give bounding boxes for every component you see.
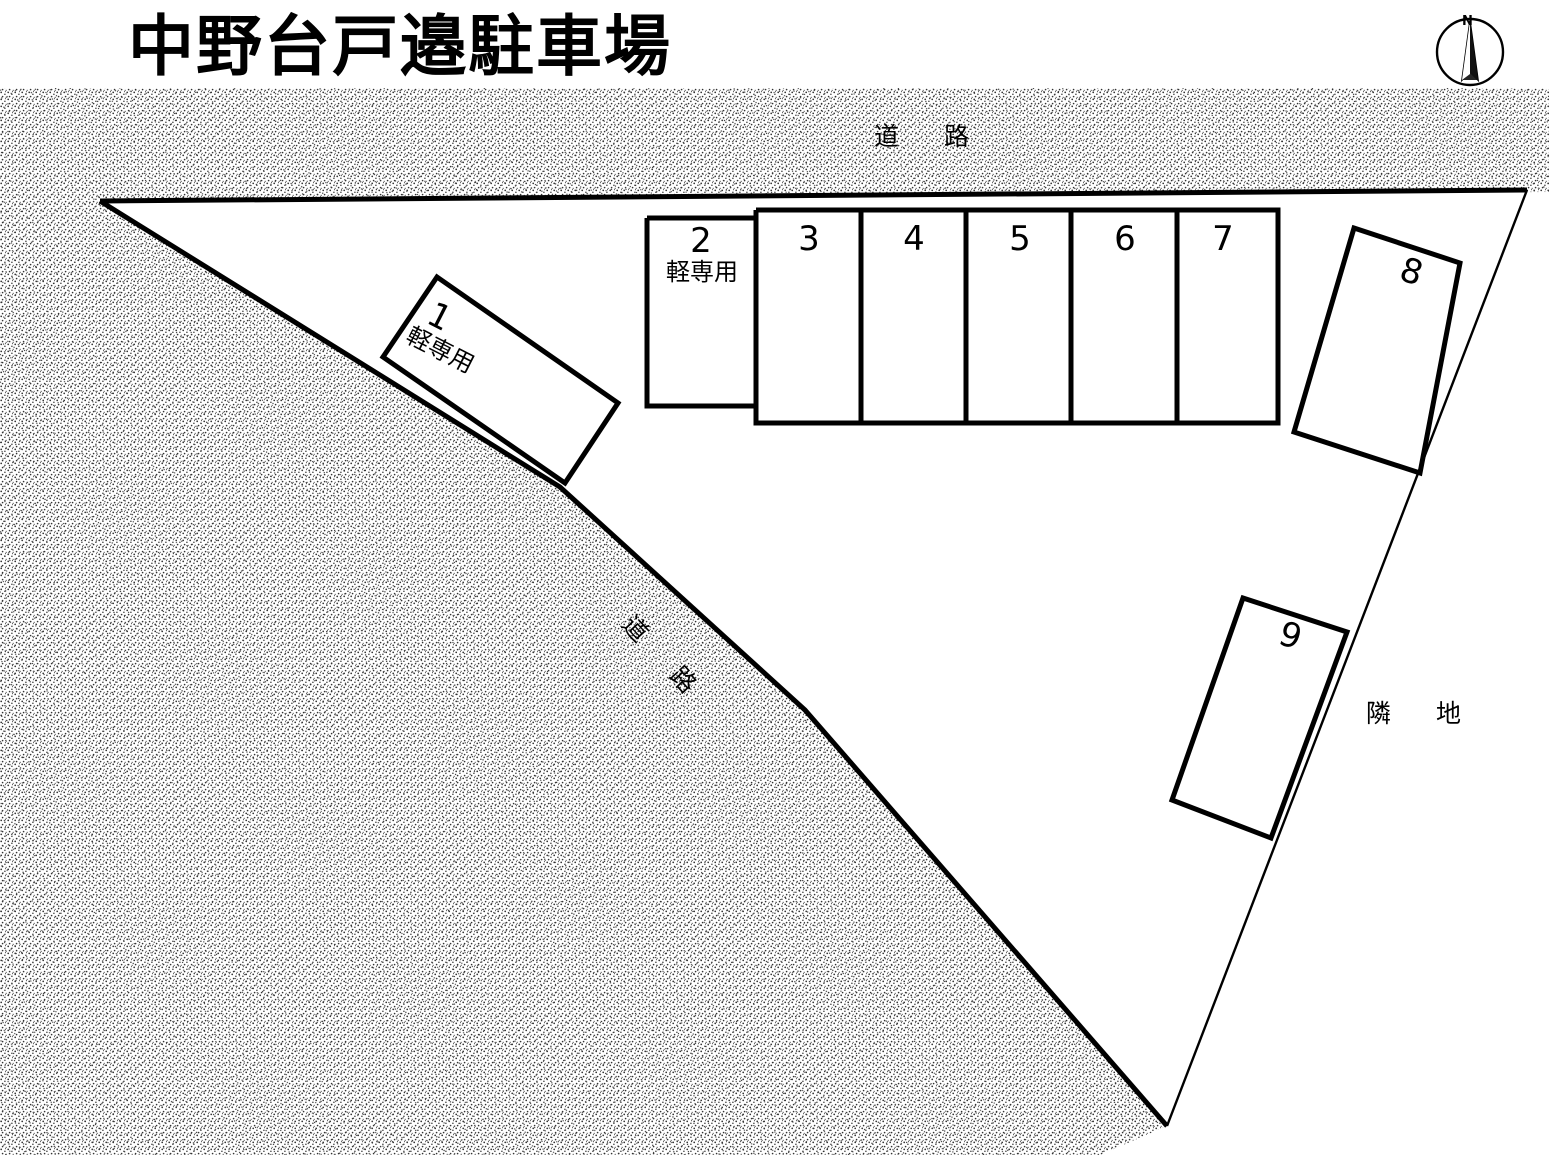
- stall-number-5: 5: [1009, 219, 1031, 259]
- stall-outline-9: [1168, 594, 1351, 842]
- stall-outline-1: [379, 273, 622, 487]
- label-adjacent-land: 隣 地: [1366, 699, 1472, 728]
- stall-number-2: 2: [690, 221, 712, 261]
- stall-number-3: 3: [798, 219, 820, 259]
- compass-rose-icon: [1435, 17, 1505, 87]
- property-boundary-north: [99, 187, 1528, 204]
- stall-note-2: 軽専用: [666, 258, 738, 286]
- page-title: 中野台戸邉駐車場: [128, 8, 672, 85]
- road-fill-top: [0, 88, 1549, 201]
- property-boundary-southwest: [98, 198, 1169, 1128]
- label-road-north: 道 路: [874, 122, 980, 151]
- stall-number-7: 7: [1212, 219, 1234, 259]
- stall-number-6: 6: [1114, 219, 1136, 259]
- stall-number-4: 4: [903, 219, 925, 259]
- stall-outline-8: [1290, 224, 1463, 477]
- compass-north-letter: N: [1462, 14, 1473, 29]
- property-boundary-east: [1165, 189, 1529, 1127]
- road-fill-diagonal: [0, 201, 1167, 1155]
- stall-outline-2: [644, 215, 759, 409]
